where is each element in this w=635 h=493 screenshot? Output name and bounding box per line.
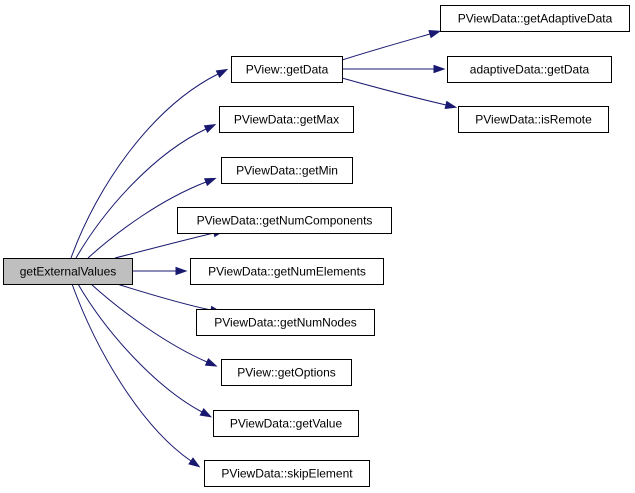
arrowhead [433,64,446,74]
edge-line [71,283,192,462]
node-label: PViewData::getNumComponents [197,214,373,228]
node-label: PViewData::getNumElements [208,265,366,279]
arrowhead [203,124,217,134]
node-box [221,359,352,386]
node-label: PView::getOptions [237,366,336,380]
edge-line [70,73,219,259]
node-isremote[interactable]: PViewData::isRemote [458,106,609,133]
edge-root-to-getvalue [77,283,213,418]
node-box [3,258,133,285]
edge-root-to-getmin [87,177,217,259]
node-box [440,5,630,32]
arrowhead [428,30,442,39]
edge-line [75,128,207,259]
edge-root-to-skipelement [71,283,201,468]
node-adaptive-getdata[interactable]: adaptiveData::getData [447,56,612,83]
node-box [213,410,359,437]
edge-pview_getdata-to-adaptive_getdata [342,64,446,74]
node-label: adaptiveData::getData [470,63,590,77]
node-pview-getdata[interactable]: PView::getData [231,56,343,83]
node-label: PViewData::getValue [230,417,343,431]
node-root[interactable]: getExternalValues [3,258,133,285]
arrowhead [204,357,218,367]
edge-root-to-getmax [75,124,217,259]
arrowhead [215,68,229,78]
edge-line [77,283,203,413]
arrowhead [203,177,217,187]
node-getnumnodes[interactable]: PViewData::getNumNodes [196,309,375,336]
node-label: PViewData::getMax [234,113,339,127]
edge-pview_getdata-to-getadaptivedata [341,30,442,61]
edge-root-to-getoptions [90,283,218,367]
node-box [221,157,353,184]
edge-line [341,77,447,106]
node-getoptions[interactable]: PView::getOptions [221,359,352,386]
edge-line [114,232,215,259]
node-label: PView::getData [246,63,329,77]
node-label: PViewData::getMin [236,164,338,178]
edge-line [90,283,208,363]
node-box [219,106,354,133]
node-getmax[interactable]: PViewData::getMax [219,106,354,133]
arrowhead [199,408,213,418]
edge-layer [70,30,458,468]
node-getmin[interactable]: PViewData::getMin [221,157,353,184]
node-getadaptivedata[interactable]: PViewData::getAdaptiveData [440,5,630,32]
node-label: PViewData::skipElement [221,467,353,481]
arrowhead [444,100,458,109]
node-getnumelements[interactable]: PViewData::getNumElements [190,258,384,285]
edge-line [341,33,431,61]
edge-pview_getdata-to-isremote [341,77,458,109]
edge-root-to-getnumelements [132,266,188,276]
node-box [190,258,384,285]
node-box [196,309,375,336]
node-box [204,460,370,487]
node-box [177,207,392,234]
edge-line [87,181,207,259]
node-skipelement[interactable]: PViewData::skipElement [204,460,370,487]
edge-root-to-getnumnodes [116,283,223,314]
edge-root-to-pview_getdata [70,68,229,259]
arrowhead [188,457,201,468]
node-getvalue[interactable]: PViewData::getValue [213,410,359,437]
node-box [447,56,612,83]
node-label: PViewData::isRemote [475,113,592,127]
node-label: PViewData::getNumNodes [214,316,357,330]
edge-line [116,283,212,311]
node-label: getExternalValues [20,265,117,279]
node-box [458,106,609,133]
node-label: PViewData::getAdaptiveData [458,12,613,26]
node-layer: getExternalValuesPView::getDataPViewData… [3,5,630,487]
node-getnumcomponents[interactable]: PViewData::getNumComponents [177,207,392,234]
node-box [231,56,343,83]
arrowhead [175,266,188,276]
